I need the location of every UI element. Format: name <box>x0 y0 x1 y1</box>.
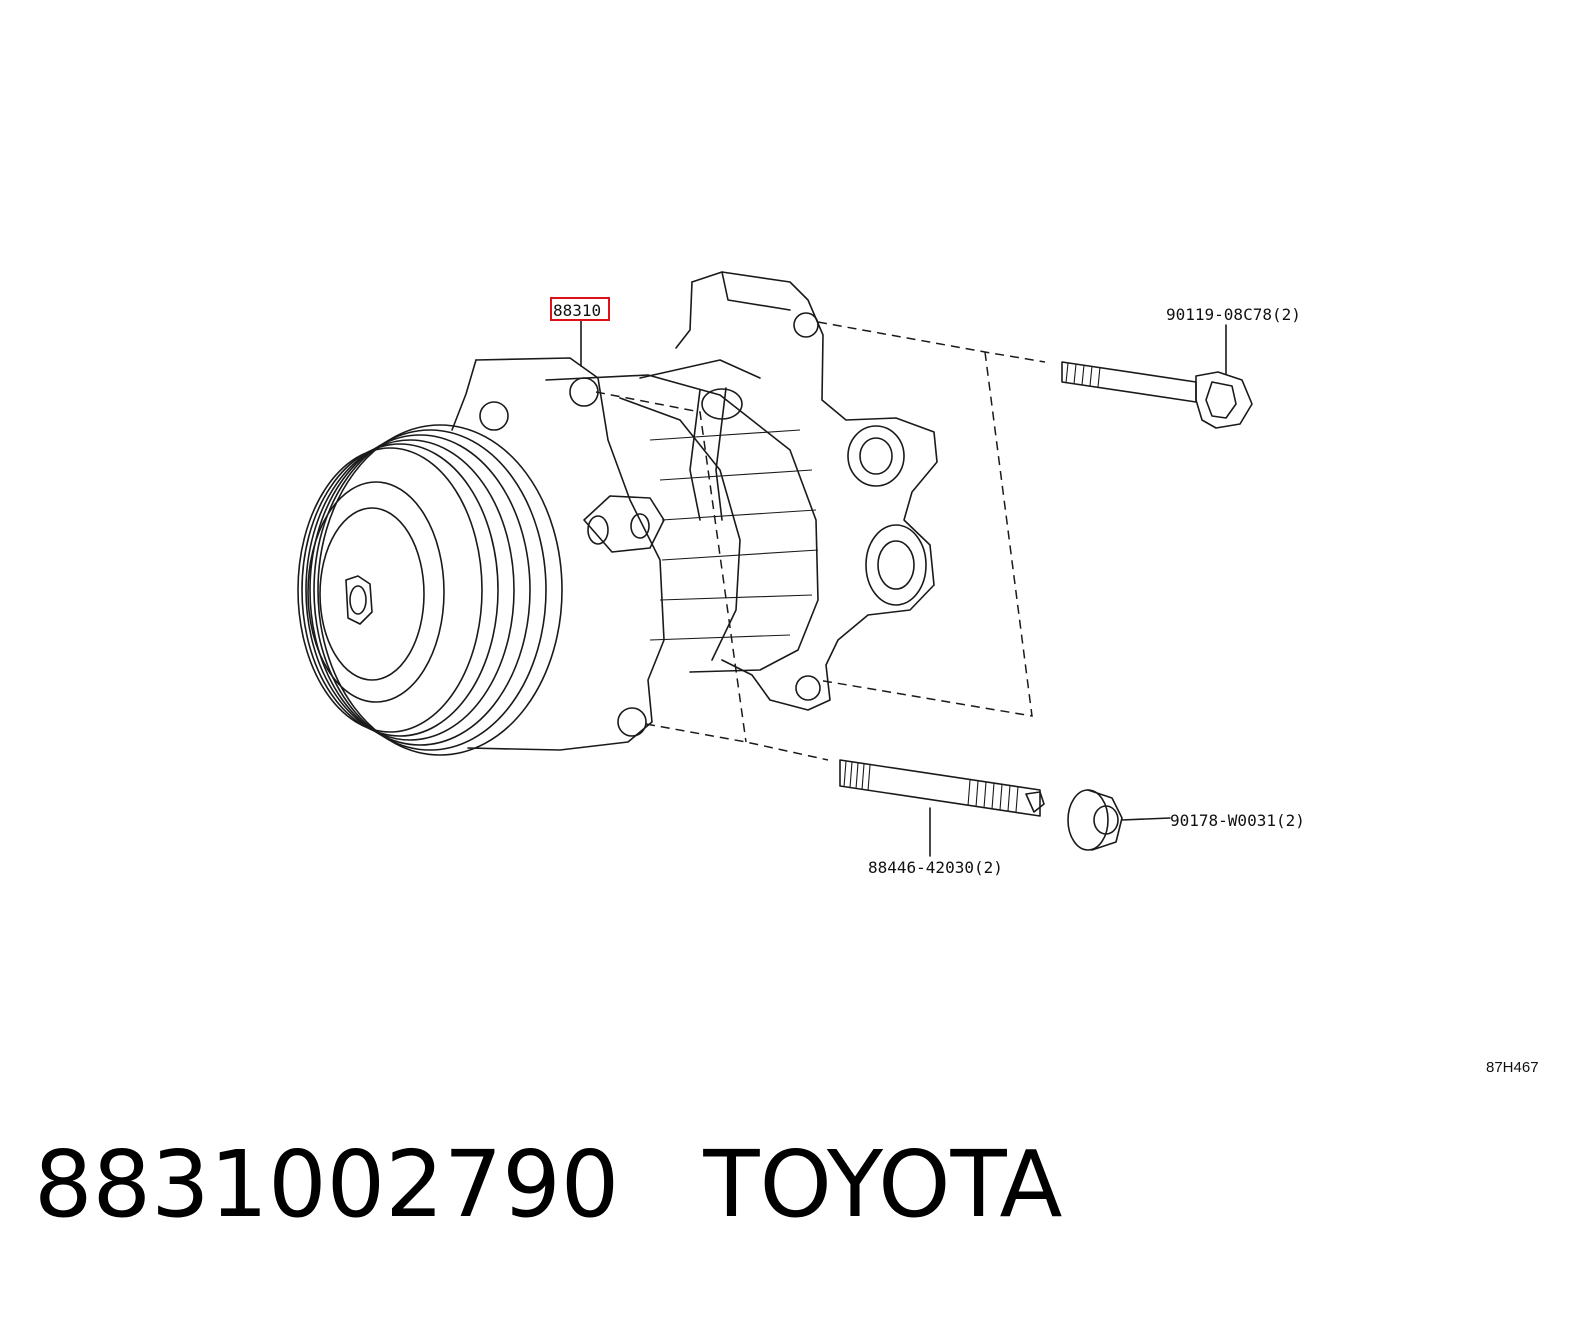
mounting-dashed-lines <box>595 321 1046 761</box>
highlight-box <box>550 297 610 321</box>
bolt-90119 <box>1061 361 1253 429</box>
part-number: 8831002790 <box>34 1131 620 1238</box>
callout-88310[interactable]: 88310 <box>553 301 601 320</box>
nut-90178 <box>1067 789 1171 851</box>
stud-88446 <box>839 759 1045 857</box>
pulley <box>297 424 563 756</box>
brand-name: TOYOTA <box>703 1131 1063 1238</box>
footer-caption: 8831002790 TOYOTA <box>34 1125 1063 1245</box>
callout-90119[interactable]: 90119-08C78(2) <box>1166 305 1301 324</box>
compressor-illustration <box>297 271 938 756</box>
illustration-code: 87H467 <box>1486 1059 1539 1076</box>
callout-90178[interactable]: 90178-W0031(2) <box>1170 811 1305 830</box>
callout-88446[interactable]: 88446-42030(2) <box>868 858 1003 877</box>
